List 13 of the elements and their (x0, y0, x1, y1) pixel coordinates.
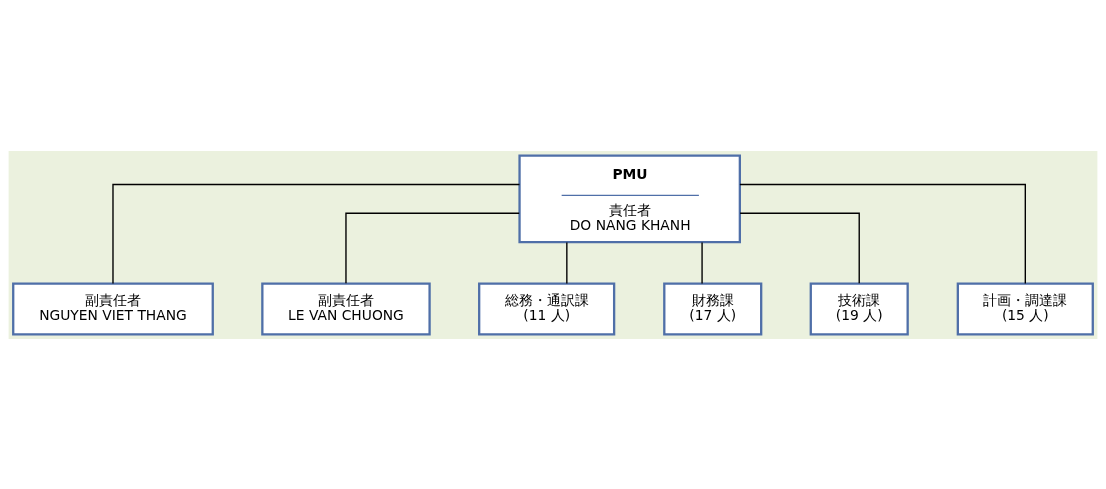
node-box: 副責任者 LE VAN CHUONG (261, 282, 431, 336)
connector (701, 241, 703, 284)
node-box: 技術課 (19 人) (809, 282, 909, 336)
node-box: 財務課 (17 人) (663, 282, 763, 336)
connector (345, 212, 520, 284)
node-box: 総務・通訳課 (11 人) (478, 282, 616, 336)
node-box: PMU 責任者 DO NANG KHANH (518, 153, 741, 243)
connector (566, 241, 568, 284)
node-box: 計画・調達課 (15 人) (956, 282, 1094, 336)
connector (739, 212, 860, 284)
connector (739, 183, 1026, 284)
connector (112, 183, 521, 284)
node-box: 副責任者 NGUYEN VIET THANG (12, 282, 214, 336)
